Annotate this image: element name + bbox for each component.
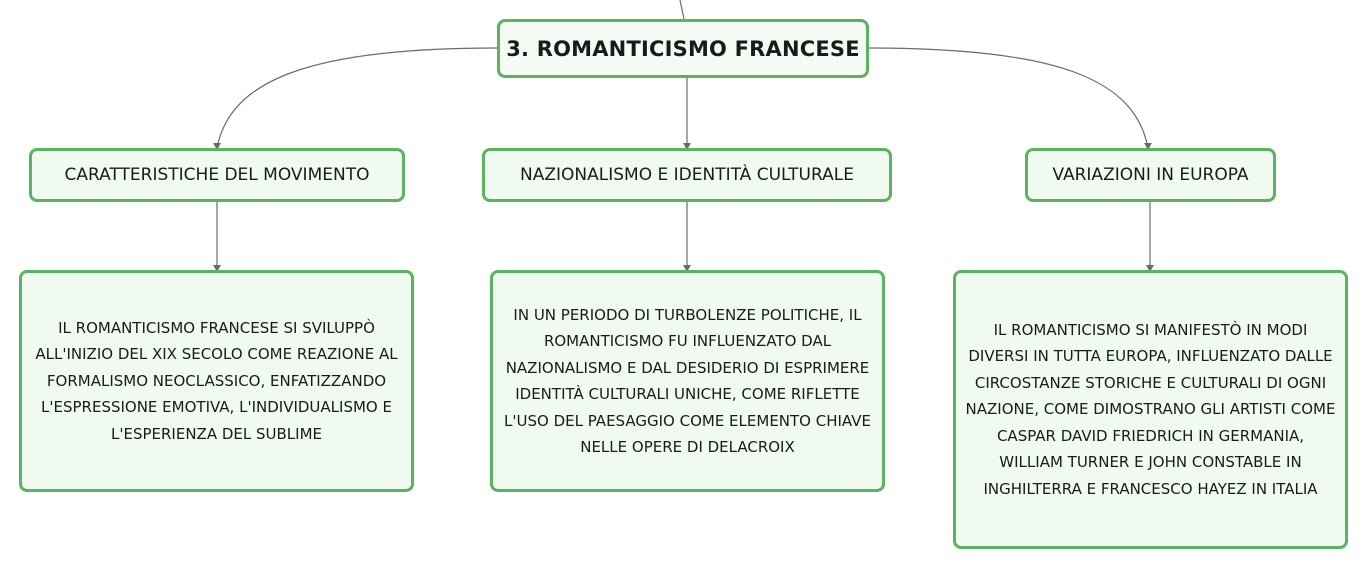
- arrowhead-detail-1: [213, 265, 221, 272]
- detail-text: IL ROMANTICISMO FRANCESE SI SVILUPPÒ ALL…: [35, 318, 398, 443]
- arrowhead-detail-3: [1146, 265, 1154, 272]
- topic-node-variazioni[interactable]: VARIAZIONI IN EUROPA: [1025, 148, 1276, 202]
- detail-node-variazioni[interactable]: IL ROMANTICISMO SI MANIFESTÒ IN MODI DIV…: [953, 270, 1348, 549]
- connector-root-to-topic-1: [216, 47, 498, 149]
- arrowhead-topic-3: [1144, 143, 1152, 150]
- detail-node-caratteristiche[interactable]: IL ROMANTICISMO FRANCESE SI SVILUPPÒ ALL…: [19, 270, 414, 492]
- detail-text: IL ROMANTICISMO SI MANIFESTÒ IN MODI DIV…: [965, 320, 1336, 498]
- detail-text: IN UN PERIODO DI TURBOLENZE POLITICHE, I…: [504, 305, 871, 457]
- topic-label: NAZIONALISMO E IDENTITÀ CULTURALE: [520, 165, 854, 185]
- detail-node-nazionalismo[interactable]: IN UN PERIODO DI TURBOLENZE POLITICHE, I…: [490, 270, 885, 492]
- arrowhead-topic-1: [213, 143, 221, 150]
- topic-node-nazionalismo[interactable]: NAZIONALISMO E IDENTITÀ CULTURALE: [482, 148, 892, 202]
- arrowhead-topic-2: [683, 143, 691, 150]
- central-topic-node[interactable]: 3. ROMANTICISMO FRANCESE: [497, 19, 869, 78]
- topic-node-caratteristiche[interactable]: CARATTERISTICHE DEL MOVIMENTO: [29, 148, 405, 202]
- topic-label: CARATTERISTICHE DEL MOVIMENTO: [64, 165, 370, 185]
- topic-label: VARIAZIONI IN EUROPA: [1052, 165, 1249, 185]
- connector-parent: [679, 0, 685, 20]
- central-topic-label: 3. ROMANTICISMO FRANCESE: [506, 36, 860, 61]
- arrowhead-detail-2: [683, 265, 691, 272]
- connector-root-to-topic-3: [868, 47, 1149, 149]
